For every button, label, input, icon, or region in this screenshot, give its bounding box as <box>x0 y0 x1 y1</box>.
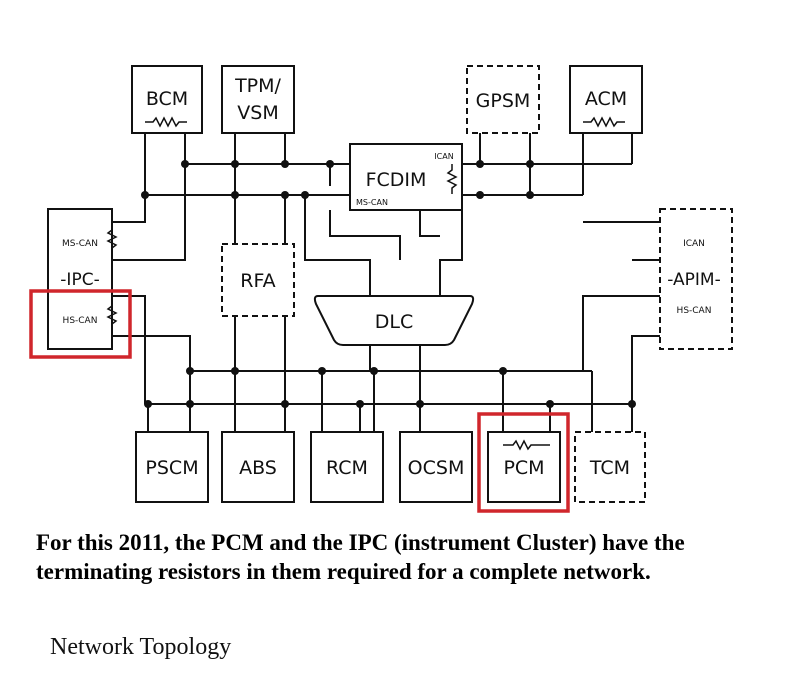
caption: For this 2011, the PCM and the IPC (inst… <box>36 530 685 584</box>
module-rcm-label: RCM <box>326 457 368 479</box>
network-topology-diagram: BCM TPM/ VSM GPSM ACM FCDIM ICAN MS-CAN … <box>29 65 733 513</box>
module-ocsm-label: OCSM <box>408 457 465 479</box>
apim-hs-can-label: HS-CAN <box>677 306 712 316</box>
module-gpsm-label: GPSM <box>476 90 531 112</box>
module-tpm-vsm: TPM/ VSM <box>221 65 295 134</box>
module-bcm: BCM <box>131 65 203 134</box>
module-bcm-label: BCM <box>146 88 188 110</box>
module-rfa-label: RFA <box>240 270 275 292</box>
module-pcm-label: PCM <box>503 457 544 479</box>
module-ocsm: OCSM <box>399 431 473 503</box>
ipc-hs-can-label: HS-CAN <box>63 316 98 326</box>
module-fcdim-label: FCDIM <box>366 169 427 191</box>
module-rfa: RFA <box>221 243 295 317</box>
module-apim-label: -APIM- <box>667 270 720 290</box>
module-acm: ACM <box>569 65 643 134</box>
module-rcm: RCM <box>310 431 384 503</box>
module-dlc-label: DLC <box>375 311 413 333</box>
apim-ican-label: ICAN <box>683 239 705 249</box>
module-ipc: -IPC- MS-CAN HS-CAN <box>47 208 118 350</box>
module-pscm: PSCM <box>135 431 209 503</box>
module-abs: ABS <box>221 431 295 503</box>
module-pcm: PCM <box>487 431 561 503</box>
module-tcm-label: TCM <box>589 457 630 479</box>
module-dlc: DLC <box>313 295 475 346</box>
module-fcdim: FCDIM ICAN MS-CAN <box>349 143 463 211</box>
ipc-hs-can-highlight <box>29 289 132 359</box>
module-tpm-label: TPM/ <box>234 75 281 97</box>
module-gpsm: GPSM <box>466 65 540 134</box>
module-ipc-label: -IPC- <box>60 270 99 290</box>
module-vsm-label: VSM <box>237 102 278 124</box>
subcaption: Network Topology <box>50 634 232 660</box>
fcdim-ican-label: ICAN <box>434 152 453 161</box>
module-pscm-label: PSCM <box>145 457 198 479</box>
module-acm-label: ACM <box>585 88 627 110</box>
pcm-highlight <box>477 412 570 513</box>
fcdim-ms-can-label: MS-CAN <box>356 198 388 207</box>
ipc-ms-can-label: MS-CAN <box>62 239 98 249</box>
module-tcm: TCM <box>574 431 646 503</box>
module-apim: -APIM- ICAN HS-CAN <box>659 208 733 350</box>
module-abs-label: ABS <box>239 457 277 479</box>
